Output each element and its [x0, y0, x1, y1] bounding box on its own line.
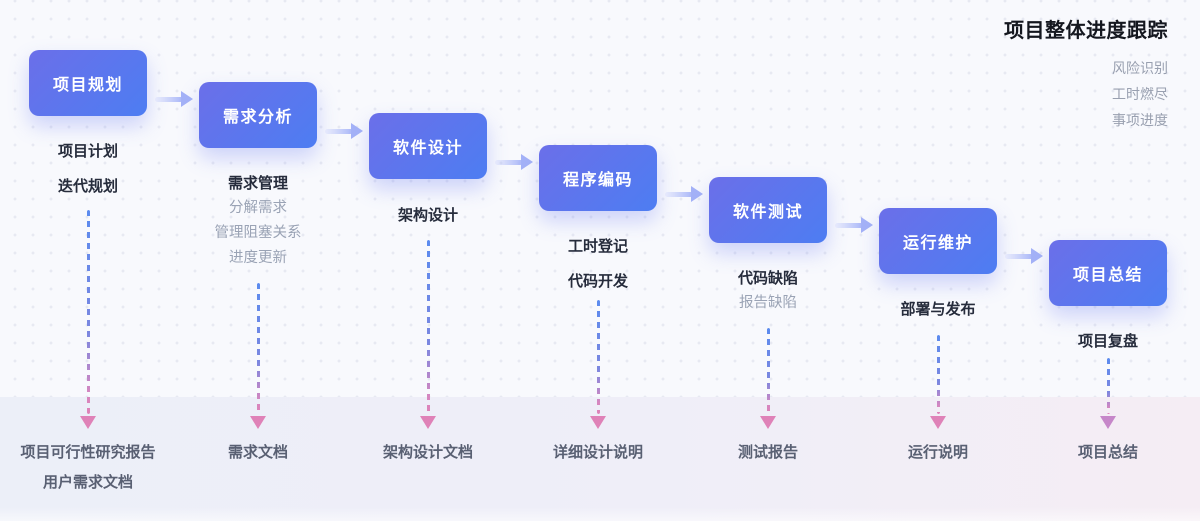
stage-box-label: 软件设计 — [392, 140, 463, 157]
stage-deliverables: 需求文档 — [148, 438, 368, 468]
stage-tasks: 工时登记 代码开发 — [498, 235, 698, 293]
arrow-down-icon — [250, 416, 266, 429]
menu-item-burndown[interactable]: 工时燃尽 — [1112, 86, 1168, 102]
arrow-down-icon — [760, 416, 776, 429]
flow-dashed-line — [1106, 358, 1110, 414]
task-label: 报告缺陷 — [739, 295, 797, 311]
arrow-down-icon — [930, 416, 946, 429]
stage-deliverables: 架构设计文档 — [318, 438, 538, 468]
task-label: 项目计划 — [57, 143, 118, 160]
flow-dashed-line — [86, 210, 90, 414]
stage-box-project-summary[interactable]: 项目总结 — [1049, 240, 1167, 306]
header: 项目整体进度跟踪 风险识别 工时燃尽 事项进度 — [1004, 14, 1168, 133]
deliverable-label: 用户需求文档 — [42, 474, 133, 491]
deliverable-label: 需求文档 — [227, 444, 288, 461]
menu-item-item-progress[interactable]: 事项进度 — [1112, 112, 1168, 128]
stage-tasks: 需求管理 分解需求 管理阻塞关系 进度更新 — [158, 172, 358, 270]
stage-tasks: 项目计划 迭代规划 — [0, 140, 188, 198]
stage-box-label: 项目总结 — [1072, 267, 1143, 284]
task-label: 架构设计 — [397, 207, 458, 224]
deliverable-label: 架构设计文档 — [382, 444, 473, 461]
arrow-down-icon — [420, 416, 436, 429]
stage-tasks: 架构设计 — [328, 204, 528, 227]
stage-box-software-design[interactable]: 软件设计 — [369, 113, 487, 179]
stage-deliverables: 项目总结 — [998, 438, 1200, 468]
arrow-down-icon — [590, 416, 606, 429]
task-label: 代码开发 — [567, 273, 628, 290]
flow-arrow-right-icon — [835, 217, 873, 233]
deliverable-label: 项目总结 — [1077, 444, 1138, 461]
deliverable-label: 详细设计说明 — [552, 444, 643, 461]
flow-arrow-right-icon — [495, 154, 533, 170]
header-menu: 风险识别 工时燃尽 事项进度 — [1004, 55, 1168, 133]
task-label: 项目复盘 — [1077, 333, 1138, 350]
stage-box-label: 运行维护 — [902, 235, 973, 252]
task-label: 需求管理 — [227, 175, 288, 192]
stage-box-project-planning[interactable]: 项目规划 — [29, 50, 147, 116]
flow-dashed-line — [596, 300, 600, 414]
stage-tasks: 项目复盘 — [1008, 330, 1200, 353]
stage-tasks: 部署与发布 — [838, 298, 1038, 321]
stage-deliverables: 运行说明 — [828, 438, 1048, 468]
flow-dashed-line — [256, 283, 260, 414]
stage-deliverables: 测试报告 — [658, 438, 878, 468]
flow-arrow-right-icon — [325, 123, 363, 139]
task-label: 部署与发布 — [900, 301, 976, 318]
task-label: 管理阻塞关系 — [214, 225, 302, 241]
task-label: 迭代规划 — [57, 178, 118, 195]
deliverable-label: 项目可行性研究报告 — [20, 444, 156, 461]
stage-deliverables: 详细设计说明 — [488, 438, 708, 468]
stage-box-label: 需求分析 — [222, 109, 293, 126]
stage-box-coding[interactable]: 程序编码 — [539, 145, 657, 211]
menu-item-risk-identification[interactable]: 风险识别 — [1112, 60, 1168, 76]
stage-box-label: 程序编码 — [562, 172, 633, 189]
stage-box-label: 软件测试 — [732, 204, 803, 221]
stage-box-requirements-analysis[interactable]: 需求分析 — [199, 82, 317, 148]
flow-arrow-right-icon — [155, 91, 193, 107]
flow-dashed-line — [426, 240, 430, 414]
stage-box-operations-maintenance[interactable]: 运行维护 — [879, 208, 997, 274]
arrow-down-icon — [1100, 416, 1116, 429]
stage-tasks: 代码缺陷 报告缺陷 — [668, 267, 868, 315]
stage-deliverables: 项目可行性研究报告 用户需求文档 — [0, 438, 198, 498]
flow-dashed-line — [766, 328, 770, 414]
arrow-down-icon — [80, 416, 96, 429]
stage-box-label: 项目规划 — [52, 77, 123, 94]
page-title: 项目整体进度跟踪 — [1004, 20, 1168, 42]
deliverable-label: 测试报告 — [737, 444, 798, 461]
flow-dashed-line — [936, 335, 940, 414]
flow-arrow-right-icon — [665, 186, 703, 202]
task-label: 代码缺陷 — [737, 270, 798, 287]
deliverable-label: 运行说明 — [907, 444, 968, 461]
task-label: 工时登记 — [567, 238, 628, 255]
stage-box-software-testing[interactable]: 软件测试 — [709, 177, 827, 243]
task-label: 进度更新 — [229, 250, 287, 266]
task-label: 分解需求 — [229, 200, 287, 216]
flow-arrow-right-icon — [1005, 248, 1043, 264]
